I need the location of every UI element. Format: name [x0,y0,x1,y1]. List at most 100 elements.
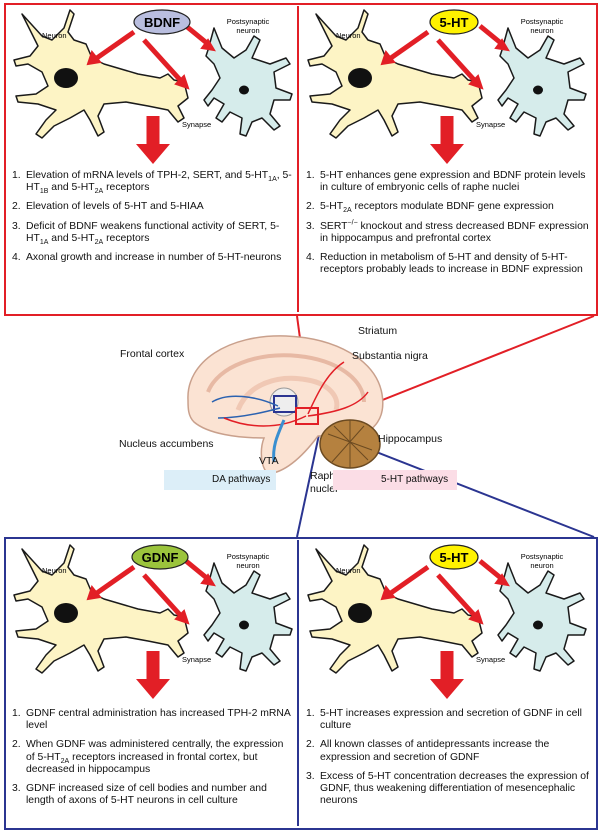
list-item-number: 1. [306,708,315,719]
postsynaptic-label-1: Postsynaptic [227,17,270,26]
serotonin-on-gdnf-effects-list: 1.5-HT increases expression and secretio… [306,708,592,814]
subscript: 2A [94,238,104,246]
list-item: 2. All known classes of antidepressants i… [306,739,592,763]
blue-connector-left [296,429,321,538]
bottom-panel-divider [297,540,299,826]
raphe-marker [295,407,319,425]
ht-pathways-legend: 5-HT pathways [333,470,457,490]
postsynaptic-label-1: Postsynaptic [227,552,270,561]
list-item-text: 5-HT [320,201,344,213]
list-item-text: Elevation of mRNA levels of TPH-2, SERT,… [26,170,269,181]
list-item-number: 3. [12,783,21,795]
vta-label: VTA [259,455,279,467]
list-item-text: SERT [320,220,348,232]
gdnf-effects-list: 1. GDNF central administration has increa… [12,708,292,814]
hippocampus-label: Hippocampus [378,433,443,445]
serotonin-label: 5-HT [440,550,469,565]
frontal-cortex-label: Frontal cortex [120,348,185,360]
list-item-text: , 5-HT [26,170,292,194]
list-item-text: Deficit of BDNF weakens functional activ… [26,220,280,244]
brainstem-blue [272,419,286,463]
list-item: 3.SERT−/− knockout and stress decreased … [306,219,592,245]
list-item-text: 5-HT enhances gene expression and BDNF p… [320,170,586,194]
postsynaptic-label-2: neuron [530,26,553,35]
list-item: 3. Excess of 5-HT concentration decreases… [306,771,592,808]
postsynaptic-neuron-shape [203,27,293,137]
substantia-nigra-label: Substantia nigra [352,350,428,362]
bottom-left-diagram: GDNF Neuron Postsynaptic neuron Synapse [13,544,293,703]
superscript: −/− [347,219,358,227]
neuron-label: Neuron [42,566,67,575]
list-item-text: receptors increased in frontal cortex, b… [26,751,258,775]
neuron-label: Neuron [336,566,361,575]
subscript: 2A [343,207,352,215]
postsynaptic-neuron-shape [497,562,587,672]
synapse-label: Synapse [182,120,211,129]
list-item-number: 1. [12,170,21,181]
list-item: 1.5-HT increases expression and secretio… [306,708,592,732]
da-pathway-1 [211,395,279,407]
ht-pathways-text: 5-HT pathways [381,474,449,485]
list-item-text: and 5-HT [48,182,95,194]
list-item: 3. GDNF increased size of cell bodies and… [12,783,292,807]
list-item-number: 1. [12,708,21,719]
da-pathways-legend: DA pathways [164,470,276,490]
list-item-text: and 5-HT [48,232,95,244]
serotonin-badge [429,9,479,35]
subscript: 2A [60,757,70,765]
subscript: 1A [268,176,277,184]
list-item: 1. Elevation of mRNA levels of TPH-2, SER… [12,170,292,196]
synapse-label: Synapse [476,120,505,129]
bottom-panel-frame [4,537,598,830]
gdnf-label: GDNF [142,550,179,565]
postsynaptic-label-1: Postsynaptic [521,17,564,26]
list-item-number: 3. [306,770,315,782]
postsynaptic-label-1: Postsynaptic [521,552,564,561]
list-item: 4.Reduction in metabolism of 5-HT and de… [306,252,592,276]
bdnf-effects-list: 1. Elevation of mRNA levels of TPH-2, SER… [12,170,292,271]
serotonin-badge [429,544,479,570]
list-item-text: receptors modulate BDNF gene expression [351,201,554,213]
list-item-number: 4. [12,252,21,264]
postsynaptic-label-2: neuron [236,561,259,570]
top-panel-divider [297,6,299,312]
postsynaptic-label-2: neuron [530,561,553,570]
neuron-label: Neuron [336,31,361,40]
list-item-number: 2. [306,201,315,213]
list-item-number: 2. [306,739,315,751]
list-item-number: 4. [306,252,315,264]
list-item-text: Elevation of levels of 5-HT and 5-HIAA [26,201,204,213]
striatum-label: Striatum [358,325,398,337]
ht-pathway-3 [223,415,307,427]
synapse-label: Synapse [476,655,505,664]
list-item-text: When GDNF was administered centrally, th… [26,739,284,763]
list-item: 1. GDNF central administration has increa… [12,708,292,732]
list-item-text: receptors [103,232,150,244]
brain-illustration [187,335,384,475]
list-item-text: GDNF central administration has increase… [26,708,291,732]
top-right-diagram: 5-HT Neuron Postsynaptic neuron Synapse [307,9,587,168]
list-item-text: GDNF increased size of cell bodies and n… [26,783,267,807]
list-item: 2. When GDNF was administered centrally, … [12,739,292,776]
bdnf-label: BDNF [144,15,180,30]
serotonin-label: 5-HT [440,15,469,30]
list-item-text: Axonal growth and increase in number of … [26,252,282,264]
subscript: 1B [39,188,49,196]
gdnf-badge [131,544,189,570]
list-item-number: 2. [12,739,21,751]
list-item-text: All known classes of antidepressants inc… [320,739,550,763]
list-item: 3. Deficit of BDNF weakens functional act… [12,220,292,246]
corpus-callosum [235,375,340,412]
bdnf-badge [133,9,191,35]
list-item: 2. 5-HT2A receptors modulate BDNF gene ex… [306,201,592,215]
da-pathways-text: DA pathways [212,474,271,485]
list-item-number: 3. [12,220,21,232]
list-item: 1.5-HT enhances gene expression and BDNF… [306,170,592,194]
list-item-text: Excess of 5-HT concentration decreases t… [320,770,589,807]
cerebellum-folds [327,420,373,468]
brain-gyri [206,353,366,403]
subscript: 2A [94,188,104,196]
top-left-diagram: BDNF Neuron Postsynaptic neuron Synapse [13,9,293,168]
list-item-number: 3. [306,220,315,232]
postsynaptic-label-2: neuron [236,26,259,35]
